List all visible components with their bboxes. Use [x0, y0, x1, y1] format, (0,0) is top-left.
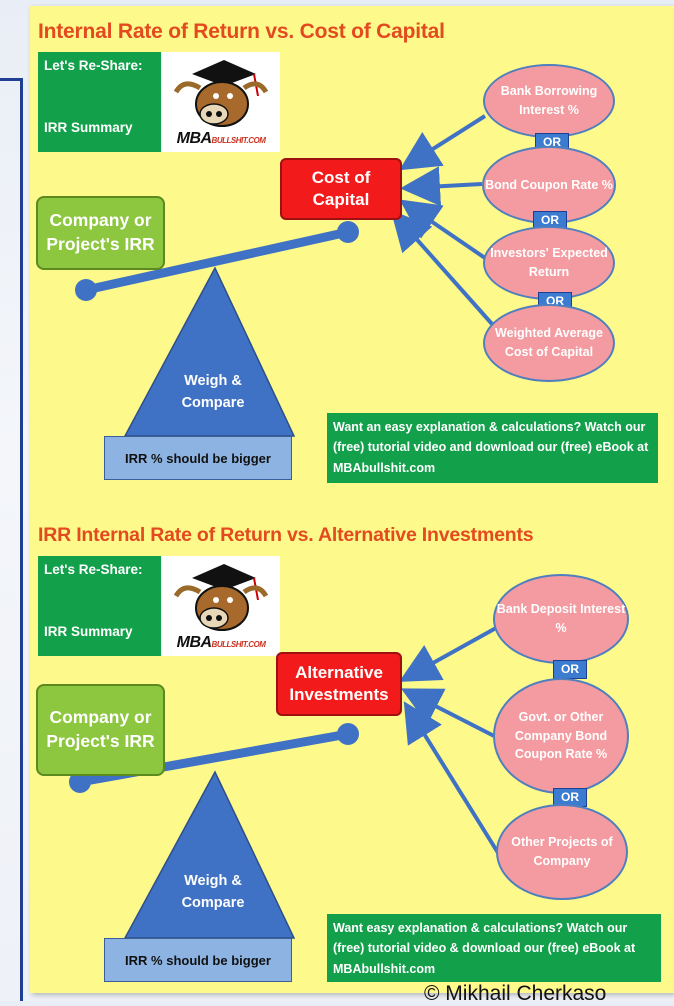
reshare-label: Let's Re-Share:: [44, 58, 143, 73]
irr-bigger-base: IRR % should be bigger: [104, 938, 292, 982]
alternative-investments-box: Alternative Investments: [276, 652, 402, 716]
ellipse-investors-return: Investors' Expected Return: [483, 226, 615, 300]
or-label: OR: [533, 211, 567, 230]
weigh-compare-label: Weigh & Compare: [181, 373, 245, 412]
ellipse-bank-borrowing: Bank Borrowing Interest %: [483, 64, 615, 138]
reshare-badge: Let's Re-Share: IRR Summary: [38, 556, 161, 656]
panel-title: IRR Internal Rate of Return vs. Alternat…: [38, 524, 534, 546]
weigh-compare-label: Weigh & Compare: [181, 873, 245, 912]
beam-end-left: [69, 771, 91, 793]
reshare-badge: Let's Re-Share: IRR Summary: [38, 52, 161, 152]
mbabullshit-logo: MBABULLSHIT.COM: [162, 556, 280, 656]
summary-label: IRR Summary: [44, 120, 133, 135]
infographic-poster: Internal Rate of Return vs. Cost of Capi…: [30, 6, 674, 993]
beam-end-right: [337, 221, 359, 243]
company-irr-box: Company or Project's IRR: [36, 684, 165, 776]
panel-alternative-investments: IRR Internal Rate of Return vs. Alternat…: [30, 518, 674, 993]
ellipse-wacc: Weighted Average Cost of Capital: [483, 304, 615, 382]
balance-scale-diagram: [75, 114, 494, 437]
panel-title: Internal Rate of Return vs. Cost of Capi…: [38, 20, 445, 43]
bull-mascot-icon: [173, 564, 269, 631]
scale-beam: [81, 227, 353, 295]
cost-of-capital-box: Cost of Capital: [280, 158, 402, 220]
beam-end-right: [337, 723, 359, 745]
arrow-govt-bond: [400, 688, 499, 740]
ellipse-bank-deposit: Bank Deposit Interest %: [493, 574, 629, 664]
beam-end-left: [75, 279, 97, 301]
logo-wordmark: MBABULLSHIT.COM: [176, 634, 266, 651]
ellipse-govt-bond: Govt. or Other Company Bond Coupon Rate …: [493, 678, 629, 794]
mbabullshit-logo: MBABULLSHIT.COM: [162, 52, 280, 152]
or-label: OR: [553, 660, 587, 679]
panel-cost-of-capital: Internal Rate of Return vs. Cost of Capi…: [30, 6, 674, 496]
logo-wordmark: MBABULLSHIT.COM: [176, 130, 266, 147]
arrow-bank-deposit: [399, 626, 497, 682]
frame-border-top: [0, 78, 22, 81]
reshare-label: Let's Re-Share:: [44, 562, 143, 577]
frame-border-left: [20, 78, 23, 1001]
arrow-wacc: [390, 210, 494, 326]
tutorial-note: Want an easy explanation & calculations?…: [327, 413, 658, 483]
summary-label: IRR Summary: [44, 624, 133, 639]
arrow-investors-return: [399, 199, 487, 260]
arrow-bank-borrowing: [399, 114, 487, 171]
ellipse-other-projects: Other Projects of Company: [496, 804, 628, 900]
bull-mascot-icon: [173, 60, 269, 127]
tutorial-note: Want easy explanation & calculations? Wa…: [327, 914, 661, 982]
copyright-notice: © Mikhail Cherkaso: [424, 982, 607, 1005]
arrow-bond-coupon: [400, 166, 483, 207]
irr-bigger-base: IRR % should be bigger: [104, 436, 292, 480]
arrow-other-projects: [403, 701, 502, 858]
company-irr-box: Company or Project's IRR: [36, 196, 165, 270]
